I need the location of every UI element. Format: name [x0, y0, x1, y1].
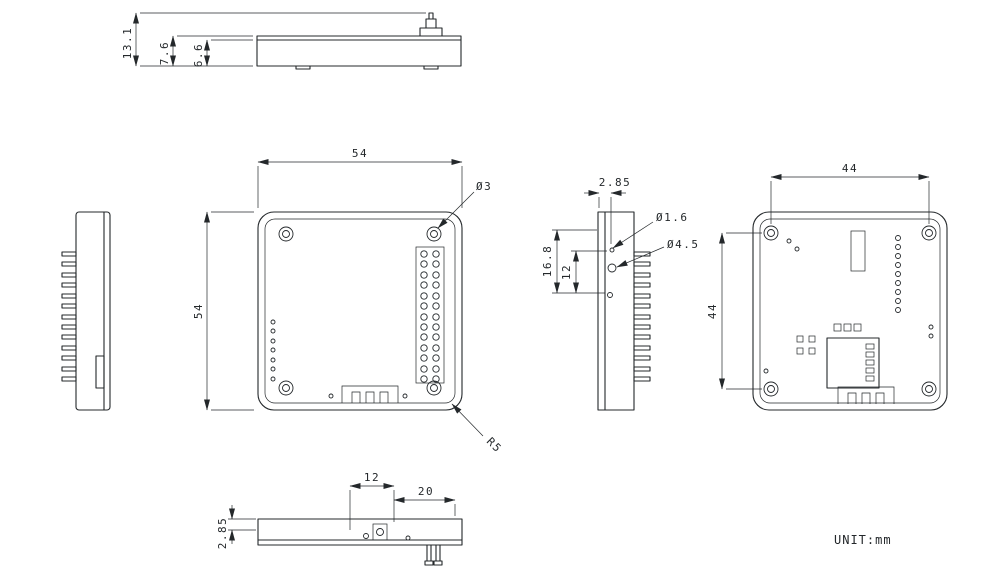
dim-label-20-bottom: 20 — [418, 485, 434, 498]
hole-1-6 — [609, 247, 615, 253]
dim-label-front-width: 54 — [352, 147, 368, 160]
case-outline — [257, 211, 463, 411]
button-base — [419, 27, 443, 37]
dim-label-7-6: 7.6 — [158, 41, 171, 65]
pin-header-outline — [415, 246, 445, 384]
dim-label-12-bottom: 12 — [364, 471, 380, 484]
dim-label-hole-dia-3: Ø3 — [476, 180, 492, 193]
case-outline — [752, 211, 948, 411]
view-bottom-profile — [257, 518, 463, 566]
dims-front: 54 54 Ø3 R5 — [192, 147, 505, 456]
view-right-side — [597, 211, 651, 411]
pcb-small-holes — [763, 238, 934, 374]
pcb-ic-pads — [865, 343, 875, 382]
connector-hole — [376, 528, 384, 536]
side-vent-holes — [270, 319, 276, 382]
small-hole — [363, 533, 369, 539]
hole-4-5 — [607, 263, 617, 273]
pcb-passive-pads — [796, 323, 862, 355]
small-hole — [328, 393, 334, 399]
module-side-body — [257, 518, 463, 546]
button-knob — [425, 18, 437, 29]
dims-right-side: 2.85 16.8 12 Ø1.6 Ø4.5 — [541, 176, 700, 294]
inner-outline — [264, 218, 456, 404]
dim-label-16-8: 16.8 — [541, 245, 554, 278]
button-pin — [428, 12, 434, 20]
dim-label-12-side: 12 — [560, 264, 573, 280]
inner-outline — [759, 218, 941, 404]
bottom-connector-outline — [341, 385, 399, 403]
foot — [295, 65, 311, 70]
small-hole — [607, 292, 613, 298]
dim-label-back-height: 44 — [706, 303, 719, 319]
pin-row-left — [61, 251, 77, 382]
corner-screw-holes — [278, 226, 442, 396]
dim-label-front-height: 54 — [192, 303, 205, 319]
dim-label-13-1: 13.1 — [121, 27, 134, 60]
corner-screw-holes — [763, 225, 937, 397]
small-hole — [405, 535, 411, 541]
view-left-side — [61, 211, 111, 411]
dim-label-back-width: 44 — [842, 162, 858, 175]
pin-row-right — [633, 251, 651, 382]
dim-label-2-85-side: 2.85 — [599, 176, 632, 189]
dims-back: 44 44 — [706, 162, 930, 390]
dim-label-hole-4-5: Ø4.5 — [667, 238, 700, 251]
bottom-pins — [424, 544, 443, 566]
view-front — [257, 211, 463, 411]
dim-label-2-85-bottom: 2.85 — [216, 517, 229, 550]
dim-label-corner-radius: R5 — [484, 435, 505, 456]
side-body — [597, 211, 635, 411]
connector-block — [372, 523, 388, 541]
view-back — [752, 211, 948, 411]
dims-bottom-profile: 12 20 2.85 — [216, 471, 456, 550]
small-hole — [402, 393, 408, 399]
dim-label-6-6: 6.6 — [192, 43, 205, 67]
pcb-main-ic — [826, 337, 880, 389]
dim-label-hole-1-6: Ø1.6 — [656, 211, 689, 224]
bottom-connector-outline — [837, 386, 895, 404]
pin-header-holes — [420, 250, 440, 383]
view-top-profile — [256, 12, 462, 70]
slot — [95, 355, 105, 389]
unit-note: UNIT:mm — [834, 533, 892, 547]
side-body — [75, 211, 111, 411]
module-side-body — [256, 35, 462, 67]
pcb-chip — [850, 230, 866, 272]
dims-top-profile: 13.1 7.6 6.6 — [121, 12, 426, 67]
pcb-pad-column — [895, 235, 901, 313]
foot — [423, 65, 439, 70]
